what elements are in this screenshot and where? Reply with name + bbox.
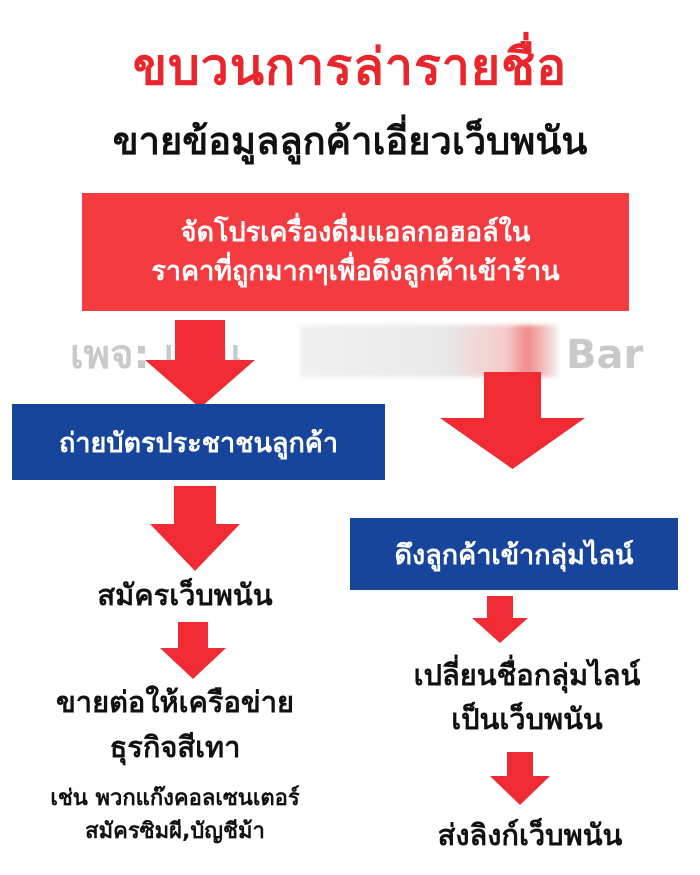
diagram-subtitle: ขายข้อมูลลูกค้าเอี่ยวเว็บพนัน: [112, 119, 588, 163]
diagram-title: ขบวนการล่ารายชื่อ: [132, 38, 568, 96]
arrow-down-icon: [472, 596, 528, 643]
register-site-step: สมัครเว็บพนัน: [97, 578, 273, 612]
rename-group-line-1: เปลี่ยนชื่อกลุ่มไลน์: [413, 658, 641, 692]
watermark-suffix: Bar: [566, 332, 644, 378]
example-note-line-1: เช่น พวกแก๊งคอลเซนเตอร์: [50, 786, 300, 811]
sell-data-step: ขายต่อให้เครือข่าย ธุรกิจสีเทา: [10, 680, 340, 770]
promo-step-line-2: ราคาที่ถูกมากๆเพื่อดึงลูกค้าเข้าร้าน: [151, 256, 560, 287]
promo-step-box: จัดโปรเครื่องดื่มแอลกอฮอล์ใน ราคาที่ถูกม…: [82, 193, 629, 311]
rename-group-step: เปลี่ยนชื่อกลุ่มไลน์ เป็นเว็บพนัน: [362, 654, 692, 741]
example-note: เช่น พวกแก๊งคอลเซนเตอร์ สมัครซิมผี,บัญชี…: [10, 782, 340, 848]
promo-step-line-1: จัดโปรเครื่องดื่มแอลกอฮอล์ใน: [180, 216, 531, 248]
photograph-id-step-box: ถ่ายบัตรประชาชนลูกค้า: [12, 404, 385, 480]
arrow-down-icon: [440, 372, 585, 469]
example-note-line-2: สมัครซิมผี,บัญชีม้า: [85, 819, 265, 844]
watermark-blurred-area: [300, 325, 558, 377]
arrow-down-icon: [490, 752, 550, 805]
send-link-step: ส่งลิงก์เว็บพนัน: [437, 818, 623, 852]
arrow-down-icon: [160, 622, 226, 679]
pull-to-line-group-step-box: ดึงลูกค้าเข้ากลุ่มไลน์: [350, 518, 678, 590]
rename-group-line-2: เป็นเว็บพนัน: [451, 701, 603, 736]
arrow-down-icon: [145, 320, 255, 408]
sell-data-line-2: ธุรกิจสีเทา: [109, 729, 241, 764]
arrow-down-icon: [150, 486, 240, 571]
sell-data-line-1: ขายต่อให้เครือข่าย: [55, 685, 295, 719]
